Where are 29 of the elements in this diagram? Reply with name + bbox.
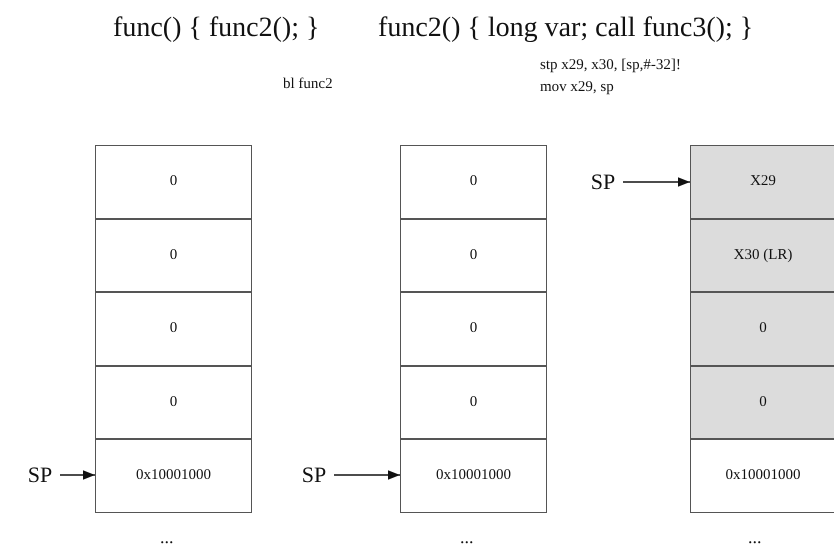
stack-slot: 0	[400, 292, 547, 366]
stack-slot: 0	[95, 366, 252, 439]
pointer-label: SP	[583, 165, 623, 199]
stack-slot: 0	[95, 145, 252, 218]
stack-slot: 0	[690, 292, 834, 366]
ellipsis: ...	[748, 527, 762, 548]
stack-slot: X30 (LR)	[690, 218, 834, 292]
stack-slot: 0	[95, 292, 252, 366]
stack-slot: X29	[690, 145, 834, 218]
arrow	[334, 470, 400, 480]
pointer-label: SP	[20, 458, 60, 492]
instruction-text: stp x29, x30, [sp,#-32]!	[540, 57, 681, 74]
code-heading: func() { func2(); }	[113, 12, 320, 44]
pointer-label: SP	[294, 458, 334, 492]
stack-slot: 0	[95, 218, 252, 292]
stack-slot: 0	[690, 366, 834, 439]
stack-slot: 0x10001000	[400, 439, 547, 512]
instruction-text: bl func2	[283, 76, 333, 93]
instruction-text: mov x29, sp	[540, 79, 614, 96]
arrow	[623, 177, 690, 187]
stack-slot: 0	[400, 145, 547, 218]
ellipsis: ...	[160, 527, 174, 548]
code-heading: func2() { long var; call func3(); }	[378, 12, 754, 44]
arrow	[60, 470, 95, 480]
ellipsis: ...	[460, 527, 474, 548]
stack-slot: 0	[400, 218, 547, 292]
stack-slot: 0x10001000	[95, 439, 252, 512]
stack-slot: 0	[400, 366, 547, 439]
stack-slot: 0x10001000	[690, 439, 834, 512]
